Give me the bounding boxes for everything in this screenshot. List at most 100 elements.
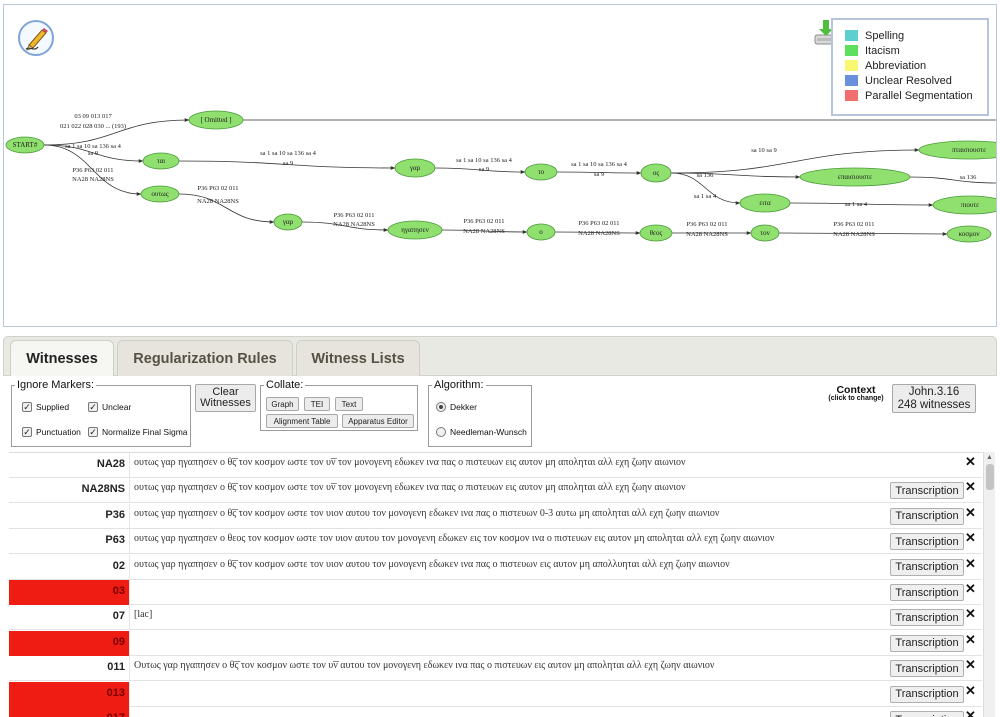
transcription-button[interactable]: Transcription [890, 609, 964, 627]
tab-regularization-rules[interactable]: Regularization Rules [117, 340, 293, 376]
graph-node-label: ειτα [759, 199, 771, 207]
graph-edge-label: 021 022 028 030 ... (193) [60, 123, 126, 130]
transcription-button[interactable]: Transcription [890, 711, 964, 717]
graph-node-shape[interactable] [387, 220, 443, 240]
graph-node[interactable]: START# [5, 136, 45, 154]
transcription-button[interactable]: Transcription [890, 584, 964, 601]
witness-text: [lac] [134, 609, 153, 621]
collate-text-button[interactable]: Text [335, 397, 363, 411]
remove-witness-icon[interactable]: ✕ [965, 555, 976, 571]
tab-witness-lists[interactable]: Witness Lists [296, 340, 420, 376]
graph-node-shape[interactable] [140, 185, 180, 203]
graph-node[interactable]: το [524, 163, 558, 181]
transcription-button[interactable]: Transcription [890, 507, 964, 525]
witness-siglum: 017 [9, 707, 130, 717]
graph-node[interactable]: ο [526, 223, 556, 241]
radio-dot[interactable] [436, 402, 446, 412]
graph-node[interactable]: [ Omitted ] [188, 110, 244, 130]
remove-witness-icon[interactable]: ✕ [965, 606, 976, 622]
graph-edge [789, 202, 934, 207]
legend-label: Parallel Segmentation [865, 89, 973, 102]
needleman-wunsch-radio[interactable]: Needleman-Wunsch [436, 427, 527, 437]
graph-node[interactable]: ηγαπησεν [387, 220, 443, 240]
graph-node-shape[interactable] [188, 110, 244, 130]
collate-legend: Collate: [266, 379, 304, 391]
graph-node-shape[interactable] [273, 213, 303, 231]
checkbox-box[interactable]: ✓ [88, 402, 98, 412]
graph-node-shape[interactable] [640, 163, 672, 183]
apparatus-editor-button[interactable]: Apparatus Editor [342, 414, 414, 428]
transcription-button[interactable]: Transcription [890, 660, 964, 678]
graph-node-shape[interactable] [639, 224, 673, 242]
radio-dot[interactable] [436, 427, 446, 437]
graph-node-shape[interactable] [394, 158, 436, 178]
remove-witness-icon[interactable]: ✕ [965, 657, 976, 673]
graph-node[interactable]: γαρ [394, 158, 436, 178]
remove-witness-icon[interactable]: ✕ [965, 504, 976, 520]
graph-node[interactable]: γαρ [273, 213, 303, 231]
tab-witnesses[interactable]: Witnesses [10, 340, 114, 376]
graph-node-shape[interactable] [946, 225, 992, 243]
graph-node-shape[interactable] [739, 193, 791, 213]
transcription-button[interactable]: Transcription [890, 558, 964, 576]
context-verse-button[interactable]: John.3.16 248 witnesses [892, 384, 976, 413]
graph-node[interactable]: ται [142, 152, 180, 170]
transcription-button[interactable]: Transcription [890, 634, 964, 652]
graph-node[interactable]: ειτα [739, 193, 791, 213]
collate-tei-button[interactable]: TEI [304, 397, 330, 411]
checkbox-label: Punctuation [36, 427, 81, 437]
graph-node[interactable]: κοσμον [946, 225, 992, 243]
witness-table-scrollbar[interactable]: ▲ [983, 452, 995, 717]
algorithm-group: Algorithm: [428, 379, 532, 447]
remove-witness-icon[interactable]: ✕ [965, 708, 976, 717]
graph-node[interactable]: θεος [639, 224, 673, 242]
checkbox-box[interactable]: ✓ [22, 427, 32, 437]
collate-graph-button[interactable]: Graph [266, 397, 299, 411]
graph-node[interactable]: τον [750, 224, 780, 242]
graph-node-shape[interactable] [750, 224, 780, 242]
regularization-legend: Spelling Itacism Abbreviation Unclear Re… [831, 18, 989, 116]
remove-witness-icon[interactable]: ✕ [965, 530, 976, 546]
graph-node-shape[interactable] [932, 195, 997, 215]
transcription-button[interactable]: Transcription [890, 533, 964, 551]
graph-node[interactable]: πιουτε [932, 195, 997, 215]
graph-edge-label: 03 09 013 017 [74, 113, 112, 120]
graph-edge [778, 232, 948, 236]
clear-witnesses-button[interactable]: Clear Witnesses [195, 384, 256, 412]
transcription-button[interactable]: Transcription [890, 685, 964, 703]
graph-node-shape[interactable] [918, 140, 997, 160]
graph-node[interactable]: επαισιουστε [799, 167, 911, 187]
graph-node[interactable]: πταισιουστε [918, 140, 997, 160]
graph-node-shape[interactable] [5, 136, 45, 154]
transcription-button[interactable]: Transcription [890, 482, 964, 500]
checkbox-box[interactable]: ✓ [22, 402, 32, 412]
alignment-table-button[interactable]: Alignment Table [266, 414, 338, 428]
graph-node-shape[interactable] [142, 152, 180, 170]
remove-witness-icon[interactable]: ✕ [965, 682, 976, 698]
graph-node[interactable]: ος [640, 163, 672, 183]
remove-witness-icon[interactable]: ✕ [965, 581, 976, 596]
graph-edge-label: NA28 NA28NS [578, 230, 620, 237]
graph-node-shape[interactable] [799, 167, 911, 187]
graph-node-shape[interactable] [524, 163, 558, 181]
normalize-final-sigma-checkbox[interactable]: ✓ Normalize Final Sigma [88, 427, 188, 437]
legend-swatch [845, 90, 858, 101]
edit-pencil-icon[interactable] [18, 20, 54, 56]
graph-edge-label: P36 P63 02 011 [463, 218, 504, 225]
remove-witness-icon[interactable]: ✕ [965, 454, 976, 469]
punctuation-checkbox[interactable]: ✓ Punctuation [22, 427, 81, 437]
graph-node-shape[interactable] [526, 223, 556, 241]
dekker-radio[interactable]: Dekker [436, 402, 477, 412]
scroll-up-arrow-icon[interactable]: ▲ [986, 454, 993, 461]
remove-witness-icon[interactable]: ✕ [965, 479, 976, 495]
remove-witness-icon[interactable]: ✕ [965, 631, 976, 647]
checkbox-box[interactable]: ✓ [88, 427, 98, 437]
supplied-checkbox[interactable]: ✓ Supplied [22, 402, 69, 412]
scrollbar-thumb[interactable] [986, 464, 994, 490]
witness-siglum: 07 [9, 605, 130, 631]
graph-node[interactable]: ουτως [140, 185, 180, 203]
unclear-checkbox[interactable]: ✓ Unclear [88, 402, 131, 412]
